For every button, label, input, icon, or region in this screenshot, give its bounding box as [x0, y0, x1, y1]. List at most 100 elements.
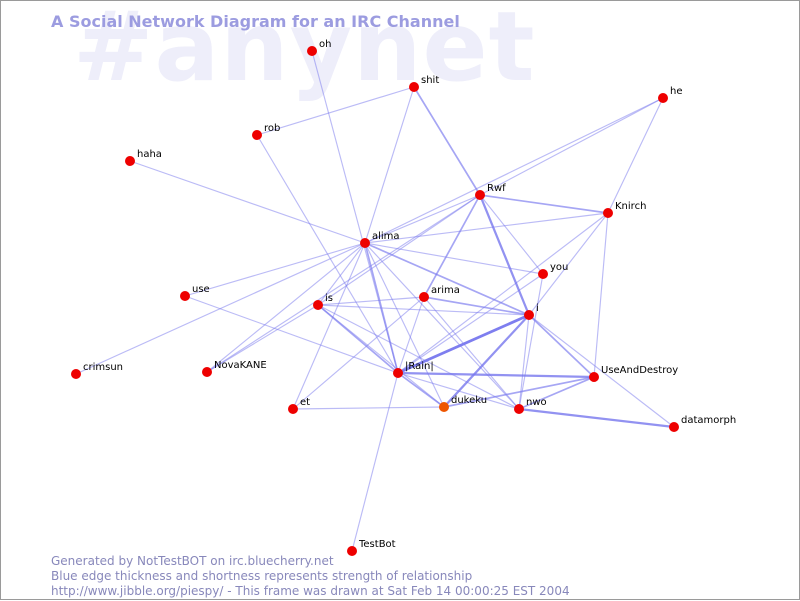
- node-NovaKANE: NovaKANE: [202, 360, 267, 377]
- node-dot-shit: [409, 82, 419, 92]
- node-label-oh: oh: [319, 39, 331, 50]
- node-label-UseAndDestroy: UseAndDestroy: [601, 365, 678, 376]
- edge-shit-rob: [256, 86, 415, 136]
- edge-et-dukeku: [292, 406, 445, 410]
- edge-Rwf-is: [317, 194, 481, 306]
- node-label-shit: shit: [421, 75, 439, 86]
- node-dot-use: [180, 291, 190, 301]
- node-datamorph: datamorph: [669, 415, 736, 432]
- node-label-arima: arima: [431, 285, 460, 296]
- node-dot-nwo: [514, 404, 524, 414]
- edge-is-i: [317, 304, 530, 316]
- node-dot-et: [288, 404, 298, 414]
- edge-arima-et: [292, 296, 425, 410]
- node-label-NovaKANE: NovaKANE: [214, 360, 267, 371]
- edge-you-nwo: [518, 273, 544, 410]
- edge-alima-et: [292, 242, 366, 410]
- edge-he-Knirch: [607, 97, 664, 214]
- edge-Rwf-Knirch: [479, 194, 609, 214]
- edge-Rwf-NovaKANE: [206, 194, 481, 373]
- node-nwo: nwo: [514, 397, 547, 414]
- edge-i-nwo: [518, 314, 530, 410]
- edge-use-Rain: [184, 295, 399, 374]
- edge-is-nwo: [317, 304, 520, 410]
- node-dot-Rain: [393, 368, 403, 378]
- edge-Rain-nwo: [397, 372, 520, 410]
- node-dot-he: [658, 93, 668, 103]
- footer-url-timestamp: http://www.jibble.org/piespy/ - This fra…: [51, 584, 570, 598]
- edge-Rwf-arima: [423, 194, 481, 298]
- node-dot-you: [538, 269, 548, 279]
- node-label-TestBot: TestBot: [358, 539, 396, 550]
- edge-he-Rwf: [479, 97, 664, 196]
- node-label-you: you: [550, 262, 568, 273]
- node-is: is: [313, 293, 333, 310]
- edge-arima-is: [317, 296, 425, 306]
- node-UseAndDestroy: UseAndDestroy: [589, 365, 678, 382]
- node-you: you: [538, 262, 568, 279]
- node-label-rob: rob: [264, 123, 280, 134]
- node-shit: shit: [409, 75, 439, 92]
- node-dot-Knirch: [603, 208, 613, 218]
- node-dot-crimsun: [71, 369, 81, 379]
- node-label-is: is: [325, 293, 333, 304]
- edge-arima-nwo: [423, 296, 520, 410]
- edge-shit-Rwf: [413, 86, 481, 196]
- edge-alima-use: [184, 242, 366, 297]
- node-he: he: [658, 86, 683, 103]
- node-label-crimsun: crimsun: [83, 362, 123, 373]
- node-label-Rain: |Rain|: [405, 361, 434, 372]
- node-label-et: et: [300, 397, 310, 408]
- node-dot-haha: [125, 156, 135, 166]
- node-label-use: use: [192, 284, 210, 295]
- edge-alima-dukeku: [364, 242, 445, 408]
- edge-Rwf-you: [479, 194, 544, 275]
- node-dot-dukeku: [439, 402, 449, 412]
- edge-dukeku-UseAndDestroy: [443, 376, 595, 408]
- node-label-he: he: [670, 86, 683, 97]
- node-Rain: |Rain|: [393, 361, 434, 378]
- node-oh: oh: [307, 39, 331, 56]
- edge-alima-you: [364, 242, 544, 275]
- node-dot-is: [313, 300, 323, 310]
- node-dot-alima: [360, 238, 370, 248]
- edge-alima-i: [364, 242, 530, 316]
- node-label-Knirch: Knirch: [615, 201, 646, 212]
- node-label-Rwf: Rwf: [487, 183, 506, 194]
- node-TestBot: TestBot: [347, 539, 396, 556]
- footer-generated-by: Generated by NotTestBOT on irc.bluecherr…: [51, 554, 334, 568]
- node-arima: arima: [419, 285, 460, 302]
- node-label-datamorph: datamorph: [681, 415, 736, 426]
- node-rob: rob: [252, 123, 280, 140]
- node-label-alima: alima: [372, 231, 400, 242]
- footer-legend-note: Blue edge thickness and shortness repres…: [51, 569, 473, 583]
- edge-Rwf-alima: [364, 194, 481, 244]
- channel-watermark: #anynet: [73, 0, 536, 103]
- edge-i-UseAndDestroy: [528, 314, 595, 378]
- node-dot-datamorph: [669, 422, 679, 432]
- node-label-nwo: nwo: [526, 397, 547, 408]
- node-crimsun: crimsun: [71, 362, 123, 379]
- node-use: use: [180, 284, 210, 301]
- edge-is-NovaKANE: [206, 304, 319, 373]
- node-Rwf: Rwf: [475, 183, 506, 200]
- node-i: i: [524, 303, 539, 320]
- edge-nwo-datamorph: [517, 407, 676, 429]
- node-dot-i: [524, 310, 534, 320]
- edge-haha-alima: [129, 160, 366, 244]
- edge-Rain-TestBot: [351, 372, 399, 552]
- edge-is-dukeku: [317, 304, 445, 408]
- edge-i-datamorph: [528, 314, 675, 428]
- node-label-dukeku: dukeku: [451, 395, 487, 406]
- edge-alima-is: [317, 242, 366, 306]
- node-label-i: i: [536, 303, 539, 314]
- node-et: et: [288, 397, 310, 414]
- edge-Rain-UseAndDestroy: [396, 371, 596, 379]
- node-haha: haha: [125, 149, 162, 166]
- node-dukeku: dukeku: [439, 395, 487, 412]
- edge-you-Rain: [397, 273, 544, 374]
- edge-layer: [75, 50, 676, 552]
